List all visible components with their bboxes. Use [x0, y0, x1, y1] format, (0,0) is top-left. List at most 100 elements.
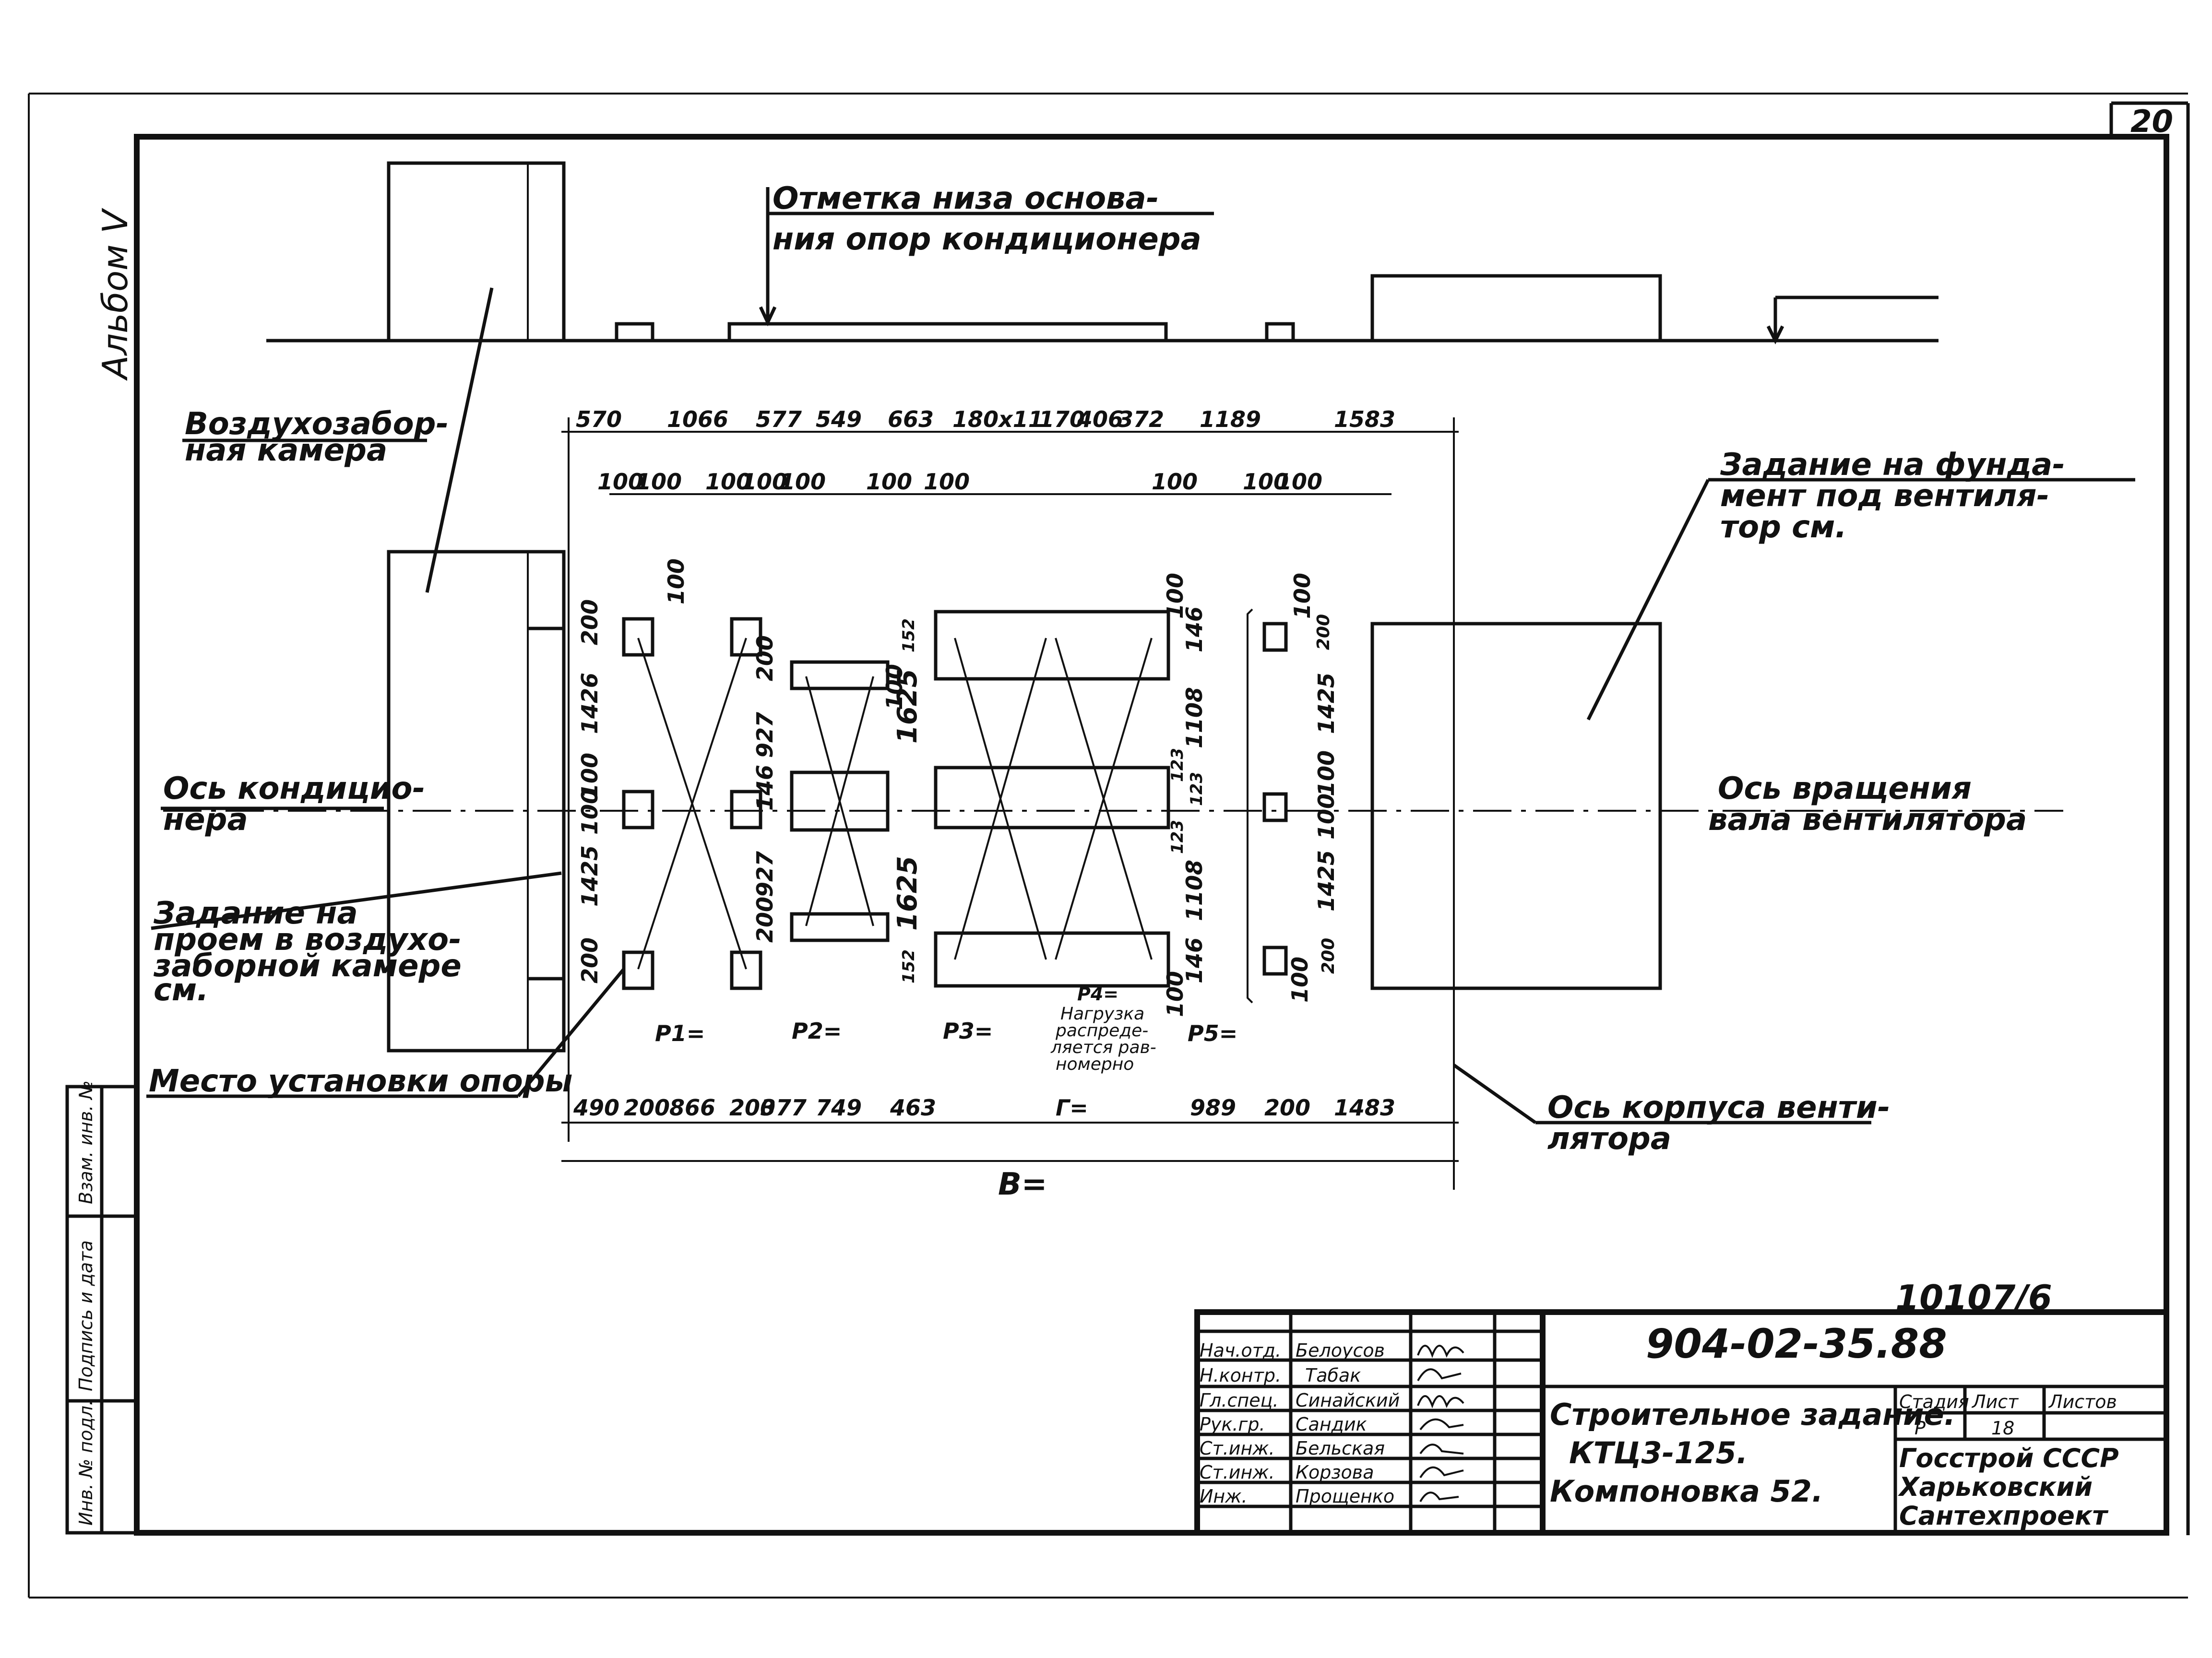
- load-note-3: ляется рав-: [1050, 1038, 1156, 1057]
- tb-sheet: 18: [1991, 1418, 2014, 1439]
- dim-far-4: 100: [1313, 750, 1339, 796]
- signature-4: [1419, 1418, 1464, 1431]
- support-1-mid: [622, 790, 654, 829]
- tb-title-2: КТЦ3-125.: [1569, 1435, 1748, 1470]
- dim-bot-3: 866: [669, 1095, 715, 1121]
- load-note-2: распреде-: [1055, 1021, 1148, 1041]
- dim-mid-11: 100: [881, 664, 907, 710]
- tb-org-2: Харьковский: [1898, 1472, 2093, 1502]
- elevation-label-2: ния опор кондиционера: [773, 222, 1201, 257]
- dim-top-7: 170: [1039, 406, 1085, 432]
- dim-bot-g: Г=: [1056, 1095, 1088, 1121]
- dim-top2-6: 100: [866, 469, 912, 495]
- dim-mid-3: 146: [752, 765, 778, 811]
- fan-housing-label-2: лятора: [1547, 1121, 1671, 1157]
- tb-role-2: Н.контр.: [1200, 1365, 1281, 1386]
- dim-top2-8: 100: [1152, 469, 1198, 495]
- dim-right-3: 123: [1168, 748, 1187, 782]
- tb-sheet-header: Лист: [1971, 1391, 2019, 1412]
- plan-view: 570 1066 577 549 663 180x11 170 406 372 …: [163, 406, 2063, 1202]
- tb-title-3: Компоновка 52.: [1550, 1474, 1823, 1509]
- air-chamber-elevation: [387, 161, 566, 343]
- support-5-mid: [1262, 792, 1288, 822]
- dim-top2-3: 100: [705, 469, 751, 495]
- support-place-label: Место установки опоры: [149, 1064, 572, 1099]
- air-chamber-label-1: Воздухозабор-: [185, 406, 449, 442]
- support-block-2: [1265, 322, 1295, 343]
- dim-mid-4: 927: [752, 851, 778, 897]
- support-2-top: [730, 617, 762, 657]
- dim-top2-10: 100: [1276, 469, 1322, 495]
- dim-right-8: 100: [1162, 573, 1188, 619]
- dim-mid-9: 152: [899, 949, 918, 983]
- title-block-frame: [1194, 1309, 2169, 1536]
- dim-mid-1: 200: [752, 635, 778, 681]
- dim-bot-1: 490: [573, 1095, 619, 1121]
- frame-2-bot: [790, 912, 890, 942]
- air-chamber-label-2: ная камера: [185, 433, 387, 468]
- signature-1: [1417, 1345, 1464, 1358]
- dim-top-9: 372: [1118, 406, 1164, 432]
- callouts: Воздухозабор- ная камера Задание на фунд…: [146, 287, 2135, 1157]
- dim-right-5: 123: [1168, 820, 1187, 854]
- tb-name-6: Корзова: [1296, 1462, 1374, 1483]
- tb-role-6: Ст.инж.: [1200, 1462, 1275, 1483]
- dim-top2-1: 100: [597, 469, 643, 495]
- tb-name-5: Бельская: [1296, 1438, 1385, 1459]
- tb-stage: Р: [1915, 1418, 1926, 1439]
- dim-bot-6: 749: [816, 1095, 862, 1121]
- frame-3-mid: [934, 766, 1170, 829]
- dim-bot-8: 989: [1190, 1095, 1236, 1121]
- support-block-1: [615, 322, 654, 343]
- opening-label-3: заборной камере: [153, 948, 462, 984]
- dim-far-6: 1425: [1313, 850, 1339, 912]
- dim-top-1: 570: [576, 406, 622, 432]
- signature-5: [1419, 1444, 1464, 1455]
- load-p1: P1=: [655, 1020, 705, 1046]
- support-5-top: [1262, 622, 1288, 652]
- fan-foundation-label-2: мент под вентиля-: [1720, 478, 2049, 514]
- dim-right-1: 146: [1181, 606, 1207, 652]
- tb-title-1: Строительное задание.: [1550, 1397, 1955, 1432]
- dim-top-8: 406: [1077, 406, 1123, 432]
- dim-far-3: 1425: [1313, 673, 1339, 734]
- support-2-mid: [730, 790, 762, 829]
- ac-base-elevation: [727, 322, 1168, 343]
- load-note-1: Нагрузка: [1060, 1004, 1144, 1024]
- diagonal-f: [954, 638, 1047, 960]
- dim-top2-7: 100: [924, 469, 970, 495]
- dim-right-2: 1108: [1181, 687, 1207, 748]
- dim-mid-7: 1625: [892, 856, 923, 931]
- dim-top-6: 180x11: [952, 406, 1044, 432]
- fan-housing-label-1: Ось корпуса венти-: [1547, 1090, 1890, 1125]
- tb-name-2: Табак: [1305, 1365, 1361, 1386]
- dim-far-5: 100: [1313, 793, 1339, 840]
- dim-top-5: 663: [888, 406, 934, 432]
- dim-top-3: 577: [756, 406, 802, 432]
- fan-foundation-plan: [1370, 622, 1662, 990]
- dim-top-2: 1066: [667, 406, 728, 432]
- support-1-bot: [622, 950, 654, 990]
- dim-left-6: 200: [577, 937, 603, 983]
- dim-left-3: 100: [577, 753, 603, 799]
- opening-label-4: см.: [154, 972, 209, 1008]
- dim-bot-2: 200: [624, 1095, 670, 1121]
- tb-org-3: Сантехпроект: [1899, 1501, 2108, 1531]
- signature-3: [1417, 1395, 1464, 1409]
- album-label: Альбом V: [95, 208, 135, 381]
- frame-2-top: [790, 660, 890, 690]
- dim-bot-10: 1483: [1334, 1095, 1395, 1121]
- dim-mid-10: 100: [663, 558, 689, 604]
- diagonal-h: [1055, 638, 1153, 960]
- tb-sheets-header: Листов: [2048, 1391, 2117, 1412]
- dim-mid-8: 152: [899, 618, 918, 652]
- dim-mid-2: 927: [752, 712, 778, 758]
- fan-foundation-label-3: тор см.: [1720, 509, 1847, 545]
- load-note-4: номерно: [1056, 1054, 1134, 1074]
- fan-foundation-label-1: Задание на фунда-: [1720, 447, 2065, 483]
- elevation-arrowhead-right: [1766, 325, 1784, 344]
- side-stamp-inv-orig: Инв. № подл.: [75, 1400, 96, 1526]
- dim-right-9: 100: [1162, 971, 1188, 1017]
- dim-left-1: 200: [577, 599, 603, 645]
